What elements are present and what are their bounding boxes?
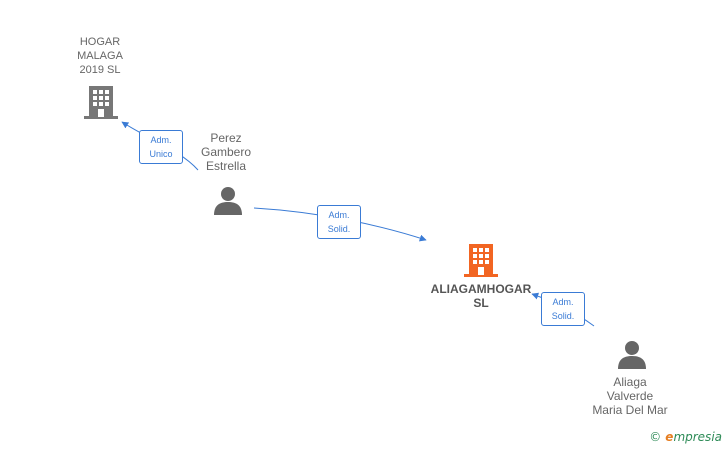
edge-label-adm-unico[interactable]: Adm. Unico	[139, 130, 183, 164]
company-label-aliagamhogar[interactable]: ALIAGAMHOGAR SL	[430, 282, 532, 310]
edge-label-adm-solid[interactable]: Adm. Solid.	[317, 205, 361, 239]
copyright-symbol: ©	[649, 430, 662, 444]
person-label-aliaga[interactable]: Aliaga Valverde Maria Del Mar	[592, 375, 668, 417]
edge-label-adm-solid[interactable]: Adm. Solid.	[541, 292, 585, 326]
edge-label-line: Adm.	[552, 297, 574, 307]
edge-label-line: Adm.	[150, 135, 172, 145]
empresia-logo[interactable]: ©empresia	[649, 430, 722, 444]
edge-label-line: Adm.	[328, 210, 350, 220]
brand-initial: e	[665, 430, 674, 444]
person-icon[interactable]	[213, 186, 243, 216]
edge-label-line: Unico	[149, 149, 173, 159]
building-icon[interactable]	[464, 242, 498, 278]
company-label-hogar-malaga[interactable]: HOGAR MALAGA 2019 SL	[77, 36, 123, 76]
brand-name: mpresia	[673, 430, 722, 444]
person-icon[interactable]	[617, 340, 647, 370]
person-label-perez[interactable]: Perez Gambero Estrella	[200, 131, 252, 173]
edge-label-line: Solid.	[551, 311, 575, 321]
edge-label-line: Solid.	[327, 224, 351, 234]
building-icon[interactable]	[84, 84, 118, 120]
